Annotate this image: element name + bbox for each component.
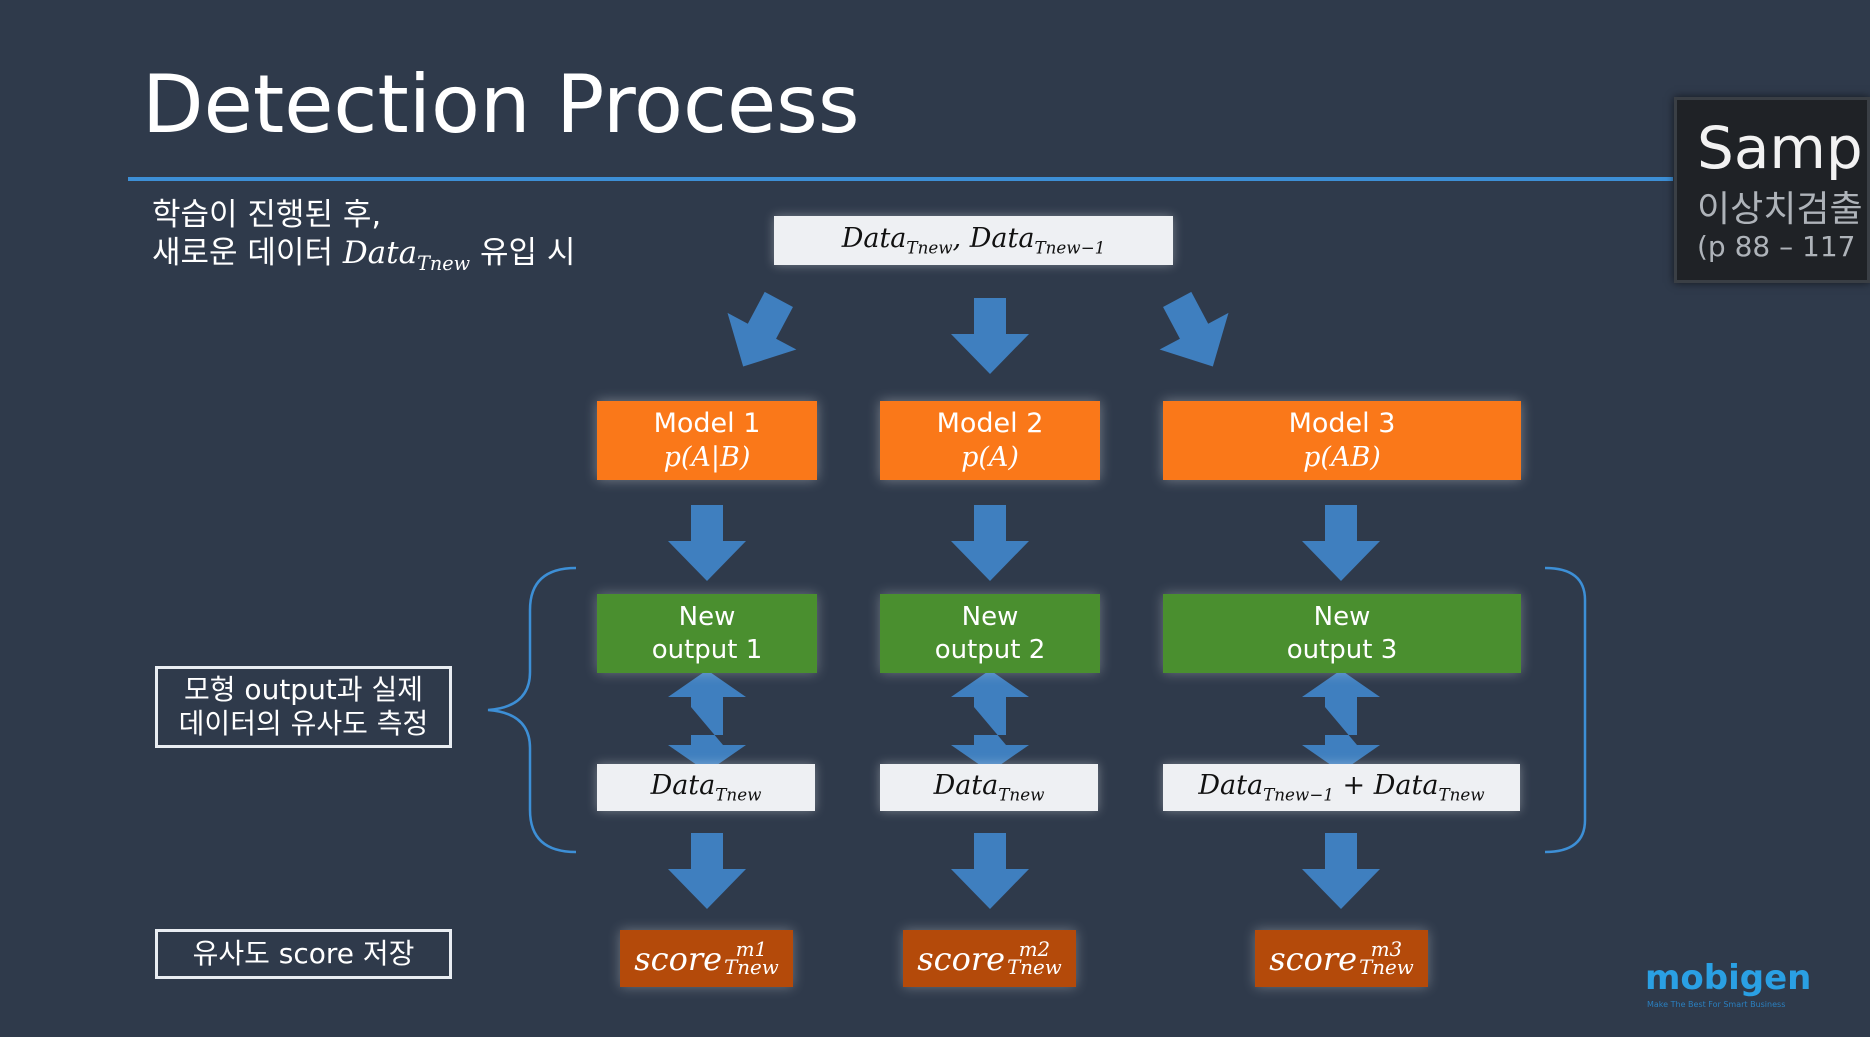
intro-line-2: 새로운 데이터 DataTnew 유입 시 <box>152 234 575 283</box>
arrow-down-icon <box>1302 505 1380 581</box>
right-brace-icon <box>1544 566 1587 854</box>
arrow-down-icon <box>951 505 1029 581</box>
arrow-down-icon <box>1302 833 1380 909</box>
sample-panel-title: Samp <box>1697 114 1863 182</box>
double-arrow-icon <box>668 670 746 772</box>
logo-tagline: Make The Best For Smart Business <box>1647 1000 1786 1009</box>
arrow-down-icon <box>951 298 1029 374</box>
slide-title: Detection Process <box>142 58 860 151</box>
intro-prefix: 새로운 데이터 <box>152 235 343 271</box>
store-score-label-box: 유사도 score 저장 <box>155 929 452 979</box>
arrow-down-right-icon <box>1142 281 1248 385</box>
actual-data-3-box: DataTnew−1 + DataTnew <box>1163 764 1520 811</box>
arrow-down-left-icon <box>708 281 814 385</box>
double-arrow-icon <box>1302 670 1380 772</box>
arrow-down-icon <box>668 833 746 909</box>
intro-suffix: 유입 시 <box>470 235 576 271</box>
intro-line-1: 학습이 진행된 후, <box>152 197 382 233</box>
input-data-box: DataTnew, DataTnew−1 <box>774 216 1173 265</box>
sample-panel: Samp 이상치검출 (p 88 – 117 <box>1674 97 1870 283</box>
mobigen-logo: mobigen <box>1645 958 1812 998</box>
arrow-down-icon <box>951 833 1029 909</box>
actual-data-1-box: DataTnew <box>597 764 815 811</box>
arrow-down-icon <box>668 505 746 581</box>
left-brace-icon <box>487 566 577 854</box>
actual-data-2-box: DataTnew <box>880 764 1098 811</box>
title-rule <box>128 177 1673 181</box>
double-arrow-icon <box>951 670 1029 772</box>
intro-var: DataTnew <box>342 235 471 276</box>
sample-panel-pages: (p 88 – 117 <box>1697 230 1856 263</box>
sample-panel-subtitle: 이상치검출 <box>1697 189 1863 230</box>
intro-text: 학습이 진행된 후, 새로운 데이터 DataTnew 유입 시 <box>152 196 575 283</box>
